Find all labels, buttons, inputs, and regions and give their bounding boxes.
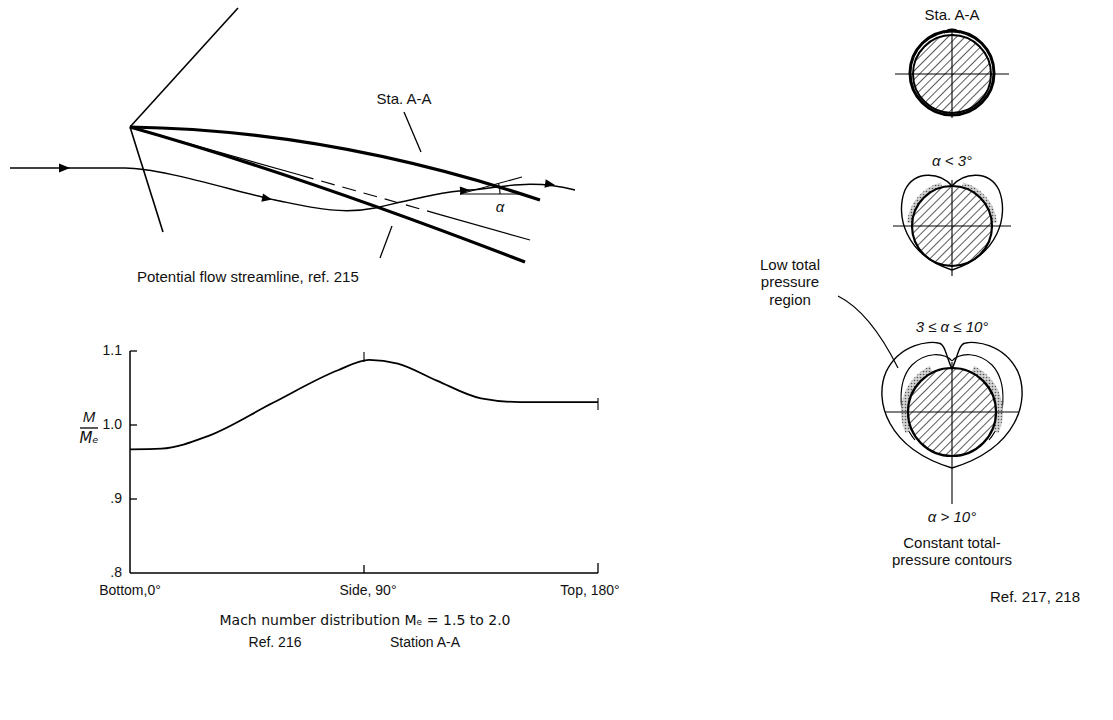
annotation-label: α xyxy=(494,198,507,215)
annotation-label: Sta. A-A xyxy=(922,6,981,23)
streamline xyxy=(125,168,575,211)
annotation-label: Constant total-pressure contours xyxy=(875,534,1029,569)
arrow-head xyxy=(59,163,70,172)
inlet-upper-wall xyxy=(130,127,540,200)
axis-label: .9 xyxy=(108,490,124,506)
y-tick xyxy=(130,424,137,425)
axis-label: Bottom,0° xyxy=(97,582,163,598)
arrow-head xyxy=(261,193,272,201)
axis-label: 1.1 xyxy=(101,342,124,358)
shock-line xyxy=(130,127,163,232)
section-axis xyxy=(951,30,952,118)
axis-label: Mₑ xyxy=(77,430,100,447)
y-tick xyxy=(130,350,137,351)
axis-label: .8 xyxy=(108,564,124,580)
mach-curve xyxy=(130,360,598,450)
station-leader xyxy=(404,112,421,152)
annotation-label: α > 10° xyxy=(926,508,978,525)
arrow-head xyxy=(460,186,470,194)
station-tick xyxy=(380,226,392,258)
axis-label: M xyxy=(81,408,98,425)
axis-label: Side, 90° xyxy=(338,582,399,598)
annotation-label: Low total pressure region xyxy=(748,256,832,308)
axis-label: Top, 180° xyxy=(558,582,621,598)
caption-text: Potential flow streamline, ref. 215 xyxy=(135,268,361,285)
annotation-label: 3 ≤ α ≤ 10° xyxy=(914,318,991,335)
shock-line xyxy=(130,8,238,127)
angle-reference xyxy=(460,193,522,194)
annotation-label: Sta. A-A xyxy=(374,90,433,107)
annotation-label: α < 3° xyxy=(930,152,974,169)
streamline-arrows xyxy=(59,163,555,201)
inlet-lower-wall xyxy=(130,127,525,262)
annotation-label: Station A-A xyxy=(388,634,462,650)
mach-chart xyxy=(80,351,598,573)
cross-sections xyxy=(838,29,1022,504)
section-axis xyxy=(951,362,952,504)
y-axis xyxy=(129,351,131,573)
caption-text: Mach number distribution Mₑ = 1.5 to 2.0 xyxy=(217,612,512,628)
angle-arc xyxy=(499,184,500,194)
axis-label: 1.0 xyxy=(101,416,124,432)
center-line xyxy=(130,127,300,175)
annotation-label: Ref. 217, 218 xyxy=(988,588,1082,605)
x-tick xyxy=(597,563,598,573)
x-tick xyxy=(597,398,598,410)
x-tick xyxy=(363,565,364,573)
leader-line xyxy=(838,296,898,368)
y-tick xyxy=(130,498,137,499)
center-line xyxy=(440,215,530,240)
inlet-sketch xyxy=(10,8,575,262)
angle-tangent xyxy=(460,177,522,194)
section-axis xyxy=(951,180,952,276)
annotation-label: Ref. 216 xyxy=(247,634,304,650)
fraction-bar xyxy=(80,427,98,428)
arrow-head xyxy=(544,179,555,187)
